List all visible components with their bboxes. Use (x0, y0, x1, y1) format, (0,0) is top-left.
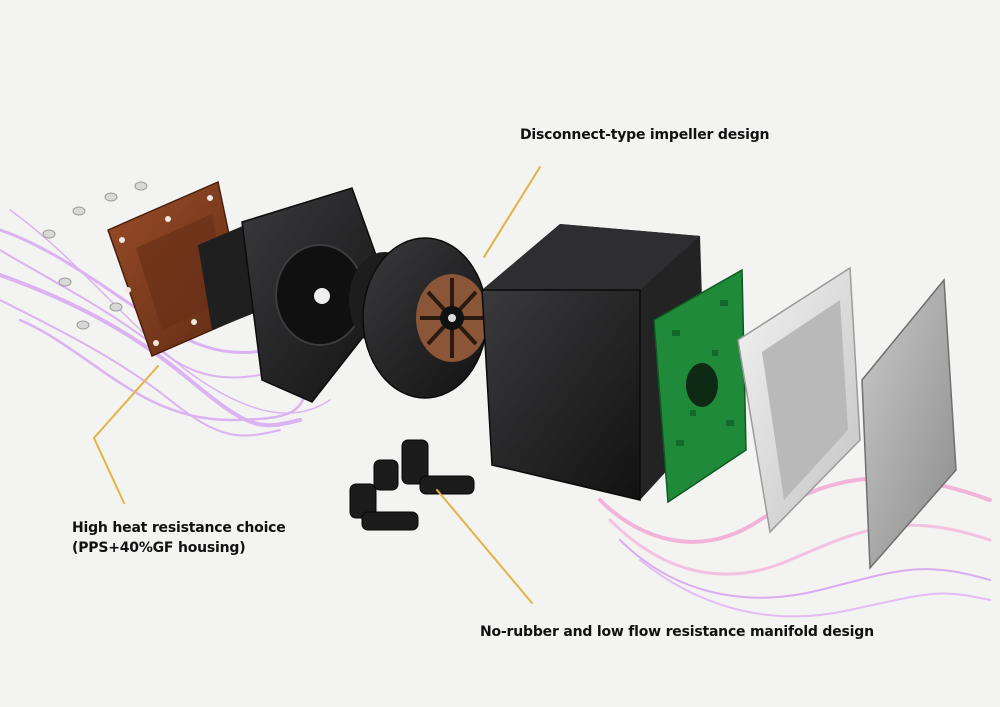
callout-impeller: Disconnect-type impeller design (520, 127, 770, 143)
pcb-board (653, 268, 747, 504)
callout-housing: High heat resistance choice (PPS+40%GF h… (72, 518, 286, 558)
pump-main-housing (481, 224, 706, 501)
grey-cover-plate (861, 278, 957, 570)
leader-lines (92, 166, 541, 604)
white-frame (737, 266, 861, 534)
screws (42, 181, 148, 330)
pump-top-housing (198, 187, 393, 403)
callout-housing-line1: High heat resistance choice (72, 520, 286, 536)
impeller (349, 237, 488, 399)
callout-manifold: No-rubber and low flow resistance manifo… (480, 624, 874, 640)
callout-housing-line2: (PPS+40%GF housing) (72, 540, 246, 556)
manifold-fittings (349, 439, 475, 531)
